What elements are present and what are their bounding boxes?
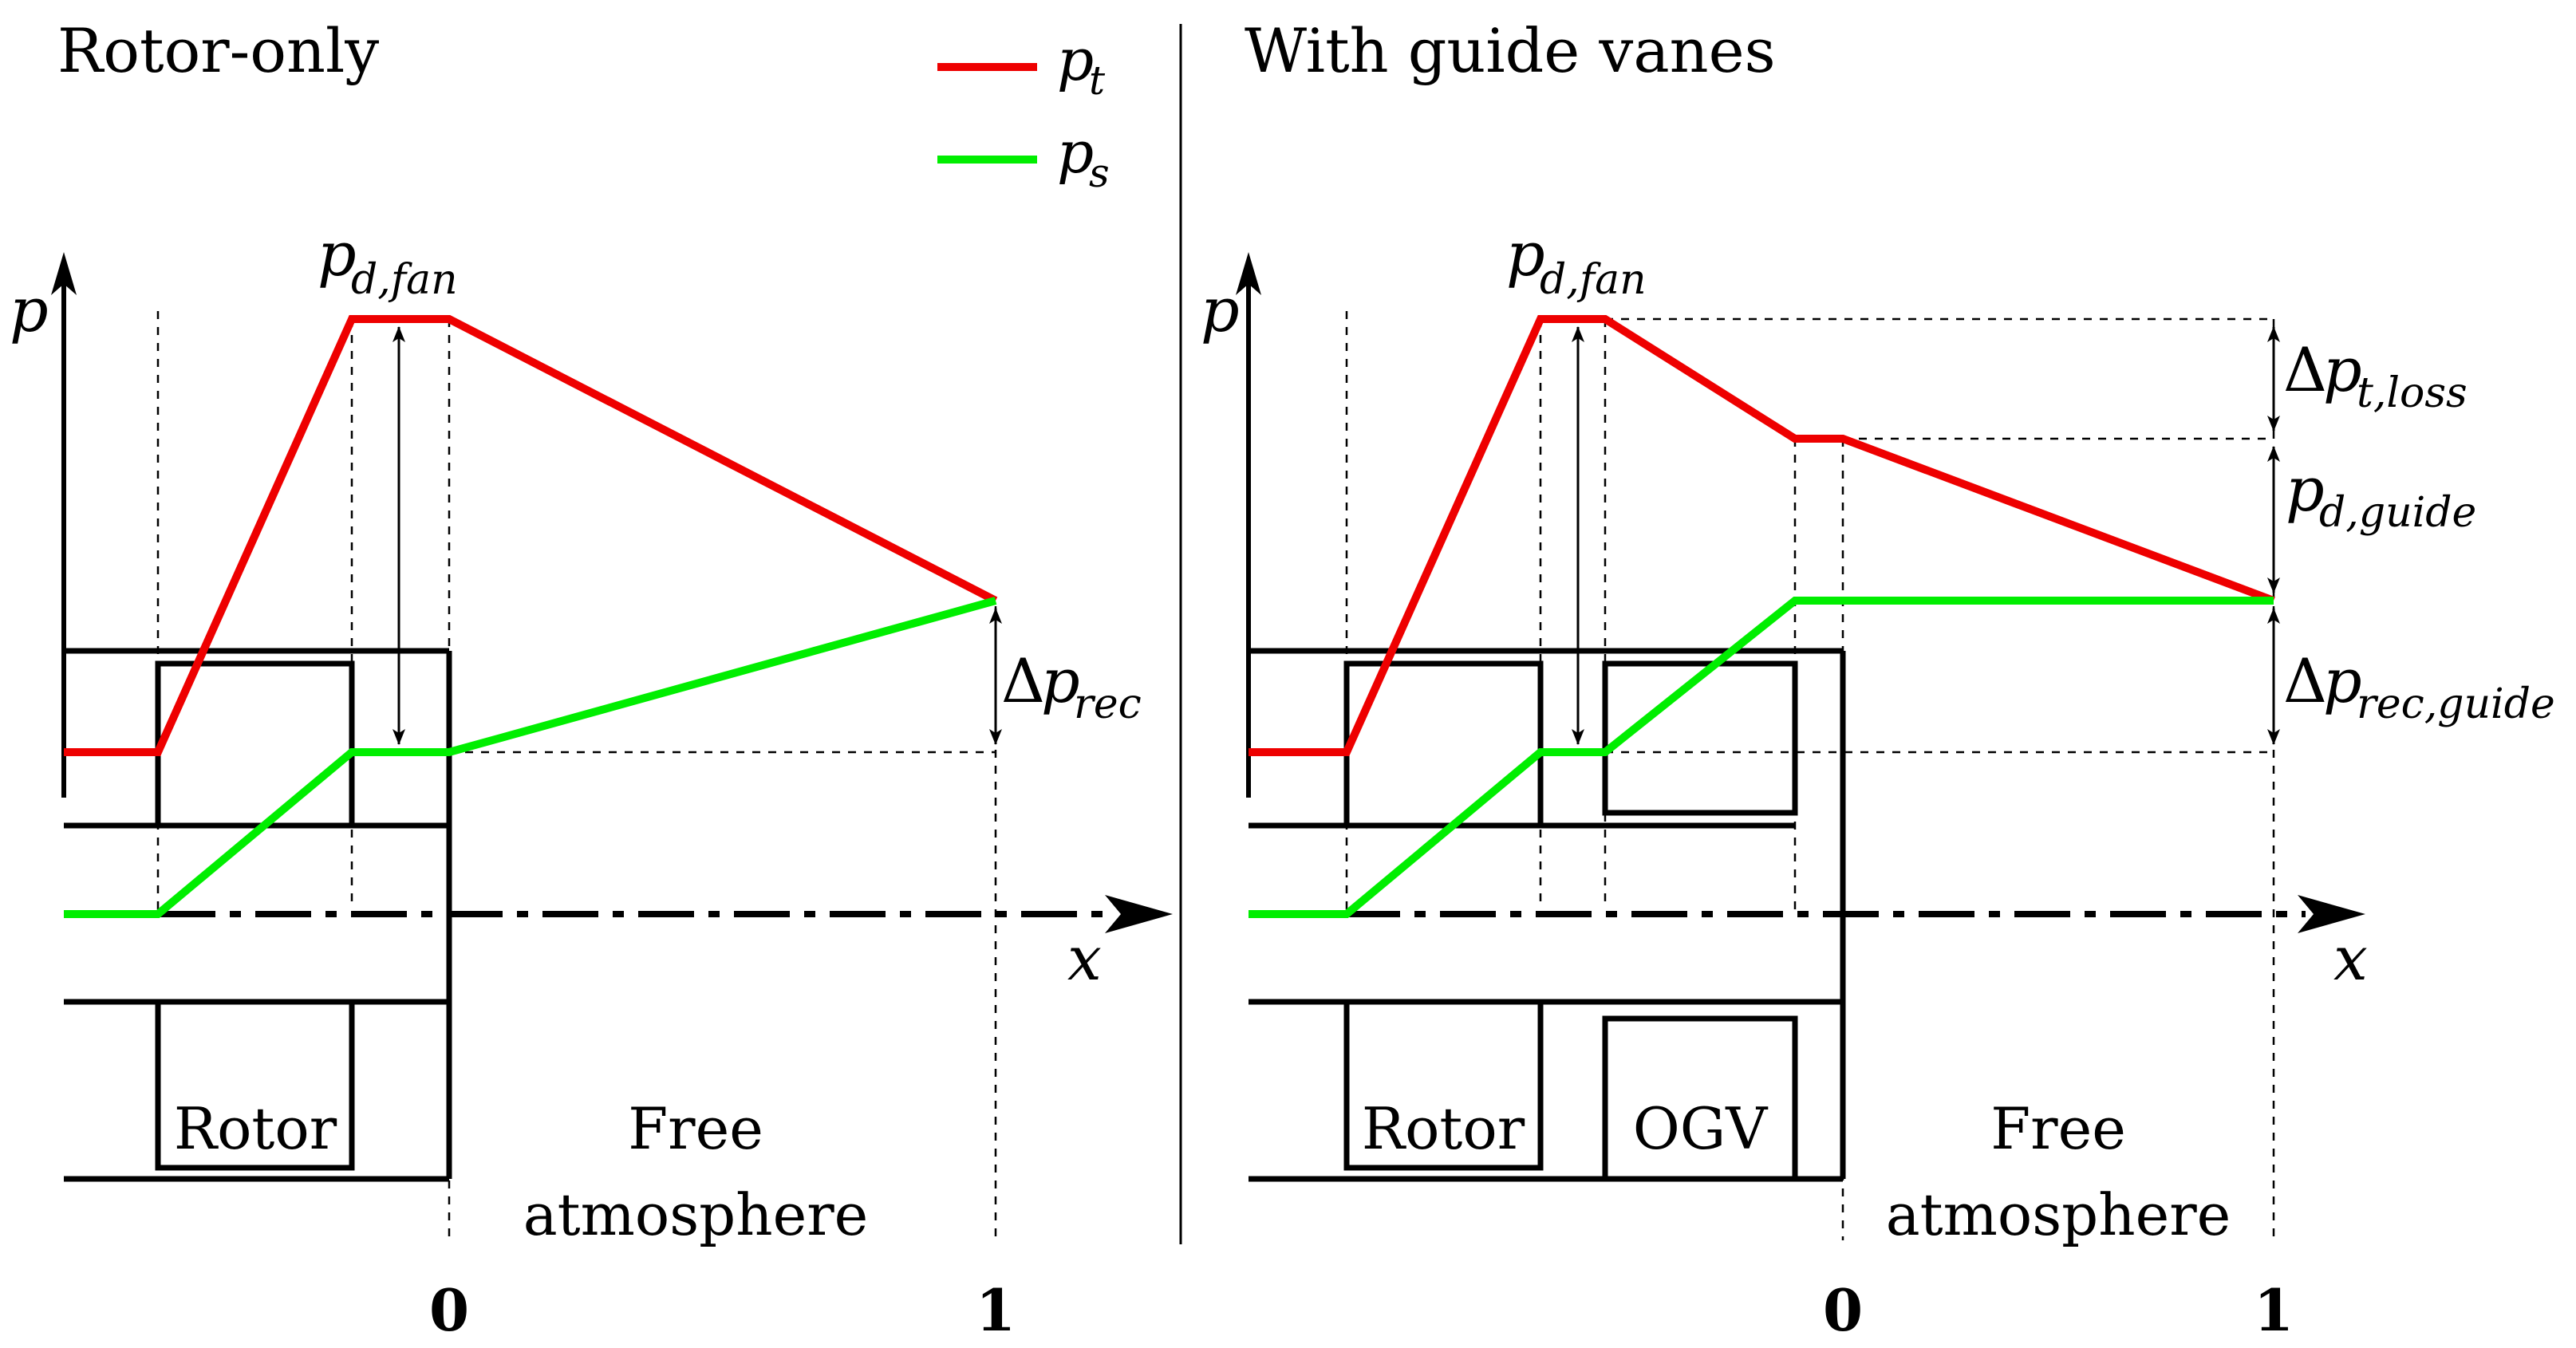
left-x-label: x [1067, 923, 1102, 994]
right-dprecguide-label: Δ p rec,guide [2283, 645, 2555, 728]
left-panel: Rotor-only p x Rotor [10, 15, 1173, 1344]
svg-text:d,fan: d,fan [351, 256, 458, 304]
svg-text:d,fan: d,fan [1540, 256, 1647, 304]
right-panel: With guide vanes p x Rotor OGV [1201, 15, 2555, 1344]
left-rotor-label: Rotor [174, 1095, 337, 1162]
svg-text:p: p [318, 219, 357, 290]
right-pdguide-label: p d,guide [2286, 454, 2476, 537]
legend-pt-sub: t [1089, 57, 1106, 104]
left-title: Rotor-only [57, 15, 379, 86]
right-pdfan-label: p d,fan [1506, 219, 1647, 304]
left-guides [156, 311, 997, 1240]
legend-ps-symbol: p [1057, 119, 1094, 186]
left-ps-curve [64, 597, 997, 918]
right-duct [1249, 648, 1846, 1182]
right-free-line1: Free [1990, 1095, 2126, 1162]
svg-text:Δ: Δ [1001, 645, 1045, 716]
left-pt-curve [64, 315, 998, 756]
left-pdfan-label: p d,fan [318, 219, 458, 304]
left-y-axis-arrow [51, 252, 77, 295]
right-x-axis-arrow [2298, 895, 2365, 933]
right-ogv-label: OGV [1633, 1095, 1769, 1162]
right-tick-1: 1 [2254, 1276, 2294, 1344]
right-rotor-label: Rotor [1362, 1095, 1525, 1162]
left-x-axis-arrow [1105, 895, 1173, 933]
right-dptloss-label: Δ p t,loss [2283, 334, 2468, 417]
legend-pt-symbol: p [1057, 26, 1094, 93]
svg-text:p: p [1041, 645, 1080, 716]
legend: p t p s [937, 26, 1110, 196]
right-y-label: p [1201, 274, 1240, 345]
svg-text:p: p [2323, 334, 2362, 405]
right-title: With guide vanes [1245, 15, 1776, 86]
svg-text:p: p [1506, 219, 1545, 290]
right-tick-0: 0 [1823, 1276, 1863, 1344]
svg-text:d,guide: d,guide [2319, 489, 2476, 537]
right-free-line2: atmosphere [1886, 1181, 2231, 1248]
svg-text:Δ: Δ [2283, 645, 2327, 716]
right-pt-curve [1249, 315, 2275, 756]
left-dprec-label: Δ p rec [1001, 645, 1142, 728]
svg-text:rec: rec [1074, 680, 1142, 728]
svg-text:rec,guide: rec,guide [2357, 680, 2555, 728]
left-tick-0: 0 [429, 1276, 469, 1344]
right-x-label: x [2333, 923, 2368, 994]
svg-text:p: p [2323, 645, 2362, 716]
svg-text:Δ: Δ [2283, 334, 2327, 405]
legend-ps-sub: s [1089, 150, 1110, 196]
left-free-line2: atmosphere [523, 1181, 869, 1248]
right-guides [1345, 311, 2275, 1240]
left-free-line1: Free [628, 1095, 763, 1162]
svg-text:p: p [2286, 454, 2325, 525]
left-y-label: p [10, 274, 49, 345]
left-tick-1: 1 [976, 1276, 1016, 1344]
right-y-axis-arrow [1236, 252, 1261, 295]
svg-text:t,loss: t,loss [2357, 369, 2468, 417]
right-ps-curve [1249, 597, 2274, 918]
